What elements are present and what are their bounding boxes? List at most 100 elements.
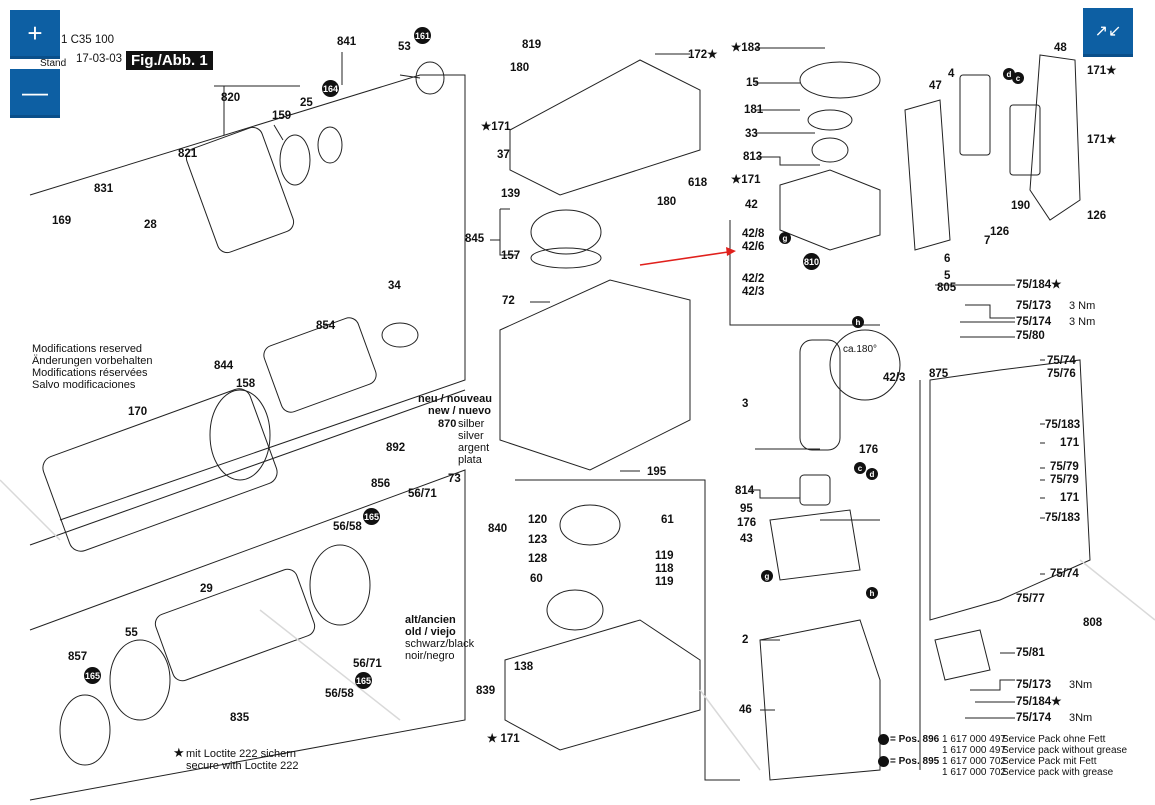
callout-138[interactable]: 138 — [514, 661, 534, 673]
callout-56-71[interactable]: 56/71 — [408, 488, 437, 500]
callout-75-74[interactable]: 75/74 — [1047, 355, 1076, 367]
callout-43[interactable]: 43 — [740, 533, 753, 545]
callout-190[interactable]: 190 — [1011, 200, 1031, 212]
callout-120[interactable]: 120 — [528, 514, 548, 526]
callout-171[interactable]: ★171 — [481, 121, 511, 133]
wire-badge-d[interactable]: d — [866, 468, 878, 480]
callout-128[interactable]: 128 — [528, 553, 548, 565]
callout-28[interactable]: 28 — [144, 219, 157, 231]
callout-831[interactable]: 831 — [94, 183, 114, 195]
callout-2[interactable]: 2 — [742, 634, 749, 646]
part-badge-164[interactable]: 164 — [322, 80, 339, 97]
callout-126-a[interactable]: 126 — [990, 226, 1010, 238]
callout-808[interactable]: 808 — [1083, 617, 1103, 629]
callout-75-184[interactable]: 75/184★ — [1016, 696, 1062, 708]
callout-180[interactable]: 180 — [657, 196, 677, 208]
callout-195[interactable]: 195 — [647, 466, 667, 478]
callout-856[interactable]: 856 — [371, 478, 391, 490]
callout-29[interactable]: 29 — [200, 583, 213, 595]
callout-56-58[interactable]: 56/58 — [333, 521, 362, 533]
callout-841[interactable]: 841 — [337, 36, 357, 48]
callout-844[interactable]: 844 — [214, 360, 234, 372]
callout-172[interactable]: 172★ — [688, 49, 718, 61]
callout-46[interactable]: 46 — [739, 704, 752, 716]
callout-72[interactable]: 72 — [502, 295, 515, 307]
callout-183[interactable]: ★183 — [731, 42, 761, 54]
callout-857[interactable]: 857 — [68, 651, 88, 663]
callout-5[interactable]: 5 — [944, 270, 951, 282]
callout-42-2[interactable]: 42/2 — [742, 273, 765, 285]
wire-badge-h[interactable]: h — [866, 587, 878, 599]
callout-75-74[interactable]: 75/74 — [1050, 568, 1079, 580]
callout-813[interactable]: 813 — [743, 151, 763, 163]
callout-119[interactable]: 119 — [655, 576, 674, 588]
callout-56-58[interactable]: 56/58 — [325, 688, 354, 700]
callout-845[interactable]: 845 — [465, 233, 485, 245]
callout-159[interactable]: 159 — [272, 110, 292, 122]
callout-805[interactable]: 805 — [937, 282, 957, 294]
callout-15[interactable]: 15 — [746, 77, 759, 89]
callout-814[interactable]: 814 — [735, 485, 755, 497]
callout-119[interactable]: 119 — [655, 550, 674, 562]
callout-171[interactable]: ★171 — [731, 174, 761, 186]
callout-42[interactable]: 42 — [745, 199, 758, 211]
callout-61[interactable]: 61 — [661, 514, 674, 526]
callout-6[interactable]: 6 — [944, 253, 951, 265]
wire-badge-c[interactable]: c — [1012, 72, 1024, 84]
zoom-in-button[interactable]: + — [10, 10, 60, 59]
part-badge-161[interactable]: 161 — [414, 27, 431, 44]
part-badge-165[interactable]: 165 — [355, 672, 372, 689]
callout-75-174[interactable]: 75/174 — [1016, 316, 1052, 328]
callout-34[interactable]: 34 — [388, 280, 401, 292]
callout-53[interactable]: 53 — [398, 41, 411, 53]
callout-75-77[interactable]: 75/77 — [1016, 593, 1045, 605]
callout-840[interactable]: 840 — [488, 523, 508, 535]
callout-892[interactable]: 892 — [386, 442, 406, 454]
callout-157[interactable]: 157 — [501, 250, 521, 262]
callout-37[interactable]: 37 — [497, 149, 510, 161]
callout-47[interactable]: 47 — [929, 80, 942, 92]
callout-75-183[interactable]: 75/183 — [1045, 512, 1081, 524]
callout-181[interactable]: 181 — [744, 104, 764, 116]
callout-95[interactable]: 95 — [740, 503, 753, 515]
callout-25[interactable]: 25 — [300, 97, 313, 109]
part-badge-165[interactable]: 165 — [84, 667, 101, 684]
callout-4[interactable]: 4 — [948, 68, 955, 80]
callout-158[interactable]: 158 — [236, 378, 256, 390]
callout-176[interactable]: 176 — [737, 517, 757, 529]
callout-171[interactable]: 171 — [1060, 437, 1080, 449]
callout-821[interactable]: 821 — [178, 148, 198, 160]
callout-839[interactable]: 839 — [476, 685, 496, 697]
callout-48[interactable]: 48 — [1054, 42, 1067, 54]
callout-56-71[interactable]: 56/71 — [353, 658, 382, 670]
zoom-out-button[interactable]: — — [10, 69, 60, 118]
callout-55[interactable]: 55 — [125, 627, 138, 639]
callout-854[interactable]: 854 — [316, 320, 336, 332]
callout-118[interactable]: 118 — [655, 563, 674, 575]
callout-123[interactable]: 123 — [528, 534, 548, 546]
callout-819[interactable]: 819 — [522, 39, 542, 51]
callout-75-183[interactable]: 75/183 — [1045, 419, 1081, 431]
callout-7[interactable]: 7 — [984, 235, 991, 247]
callout-73[interactable]: 73 — [448, 473, 461, 485]
callout-75-81[interactable]: 75/81 — [1016, 647, 1045, 659]
callout-3[interactable]: 3 — [742, 398, 749, 410]
callout-618[interactable]: 618 — [688, 177, 708, 189]
wire-badge-g[interactable]: g — [779, 232, 791, 244]
callout-875[interactable]: 875 — [929, 368, 949, 380]
callout-75-80[interactable]: 75/80 — [1016, 330, 1045, 342]
callout-42-3-detail[interactable]: 42/3 — [883, 372, 906, 384]
callout-180[interactable]: 180 — [510, 62, 530, 74]
callout-75-174[interactable]: 75/174 — [1016, 712, 1052, 724]
callout-835[interactable]: 835 — [230, 712, 250, 724]
callout-75-184[interactable]: 75/184★ — [1016, 279, 1062, 291]
callout-75-79[interactable]: 75/79 — [1050, 474, 1079, 486]
callout-820[interactable]: 820 — [221, 92, 241, 104]
callout-42-6[interactable]: 42/6 — [742, 241, 765, 253]
wire-badge-c[interactable]: c — [854, 462, 866, 474]
callout-169[interactable]: 169 — [52, 215, 72, 227]
wire-badge-h[interactable]: h — [852, 316, 864, 328]
callout-139[interactable]: 139 — [501, 188, 521, 200]
callout-176[interactable]: 176 — [859, 444, 879, 456]
callout-75-173[interactable]: 75/173 — [1016, 300, 1052, 312]
